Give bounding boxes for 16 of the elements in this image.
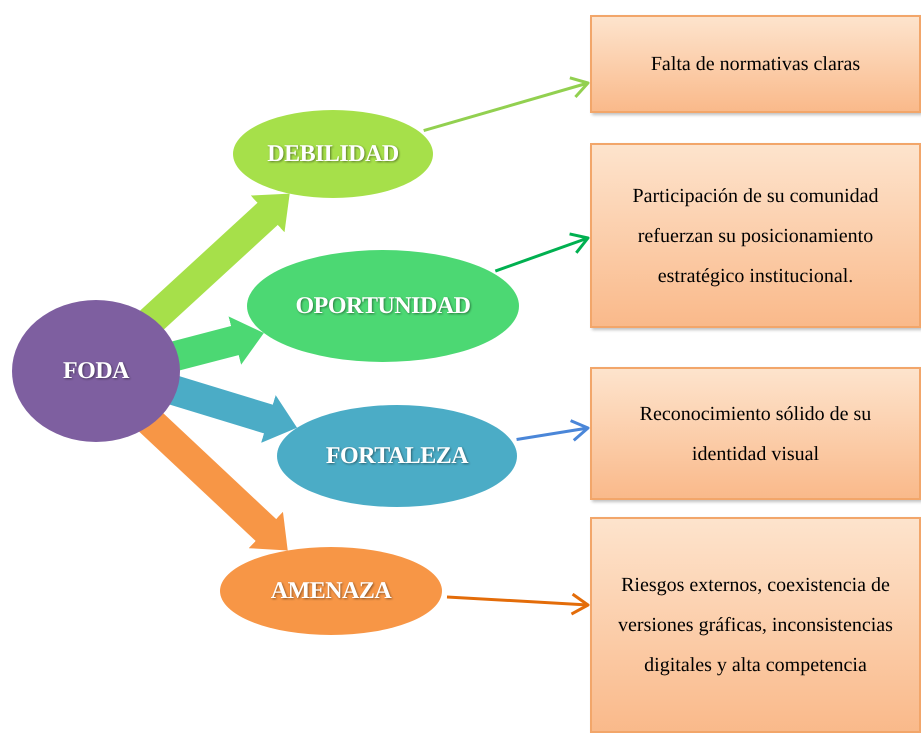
node-label: Falta de normativas claras xyxy=(650,52,860,77)
node-label: OPORTUNIDAD xyxy=(296,292,470,320)
arrow xyxy=(494,232,590,272)
description-box xyxy=(590,367,921,500)
description-box xyxy=(590,15,921,113)
description-box xyxy=(590,143,921,328)
arrow xyxy=(446,592,590,616)
node-label: Participación de su comunidad refuerzan su posicionamiento estratégico institucional. xyxy=(631,184,880,288)
arrow xyxy=(516,419,590,442)
node-label: Reconocimiento sólido de su identidad visual xyxy=(638,402,872,466)
node-label: FORTALEZA xyxy=(326,442,468,470)
description-box xyxy=(590,517,921,733)
node-label: AMENAZA xyxy=(270,578,392,604)
node-label: DEBILIDAD xyxy=(267,140,399,168)
node-label: Riesgos externos, coexistencia de versiones gráficas, inconsistencias digitales y alta competencia xyxy=(617,573,894,678)
node-label: FODA xyxy=(63,358,129,384)
